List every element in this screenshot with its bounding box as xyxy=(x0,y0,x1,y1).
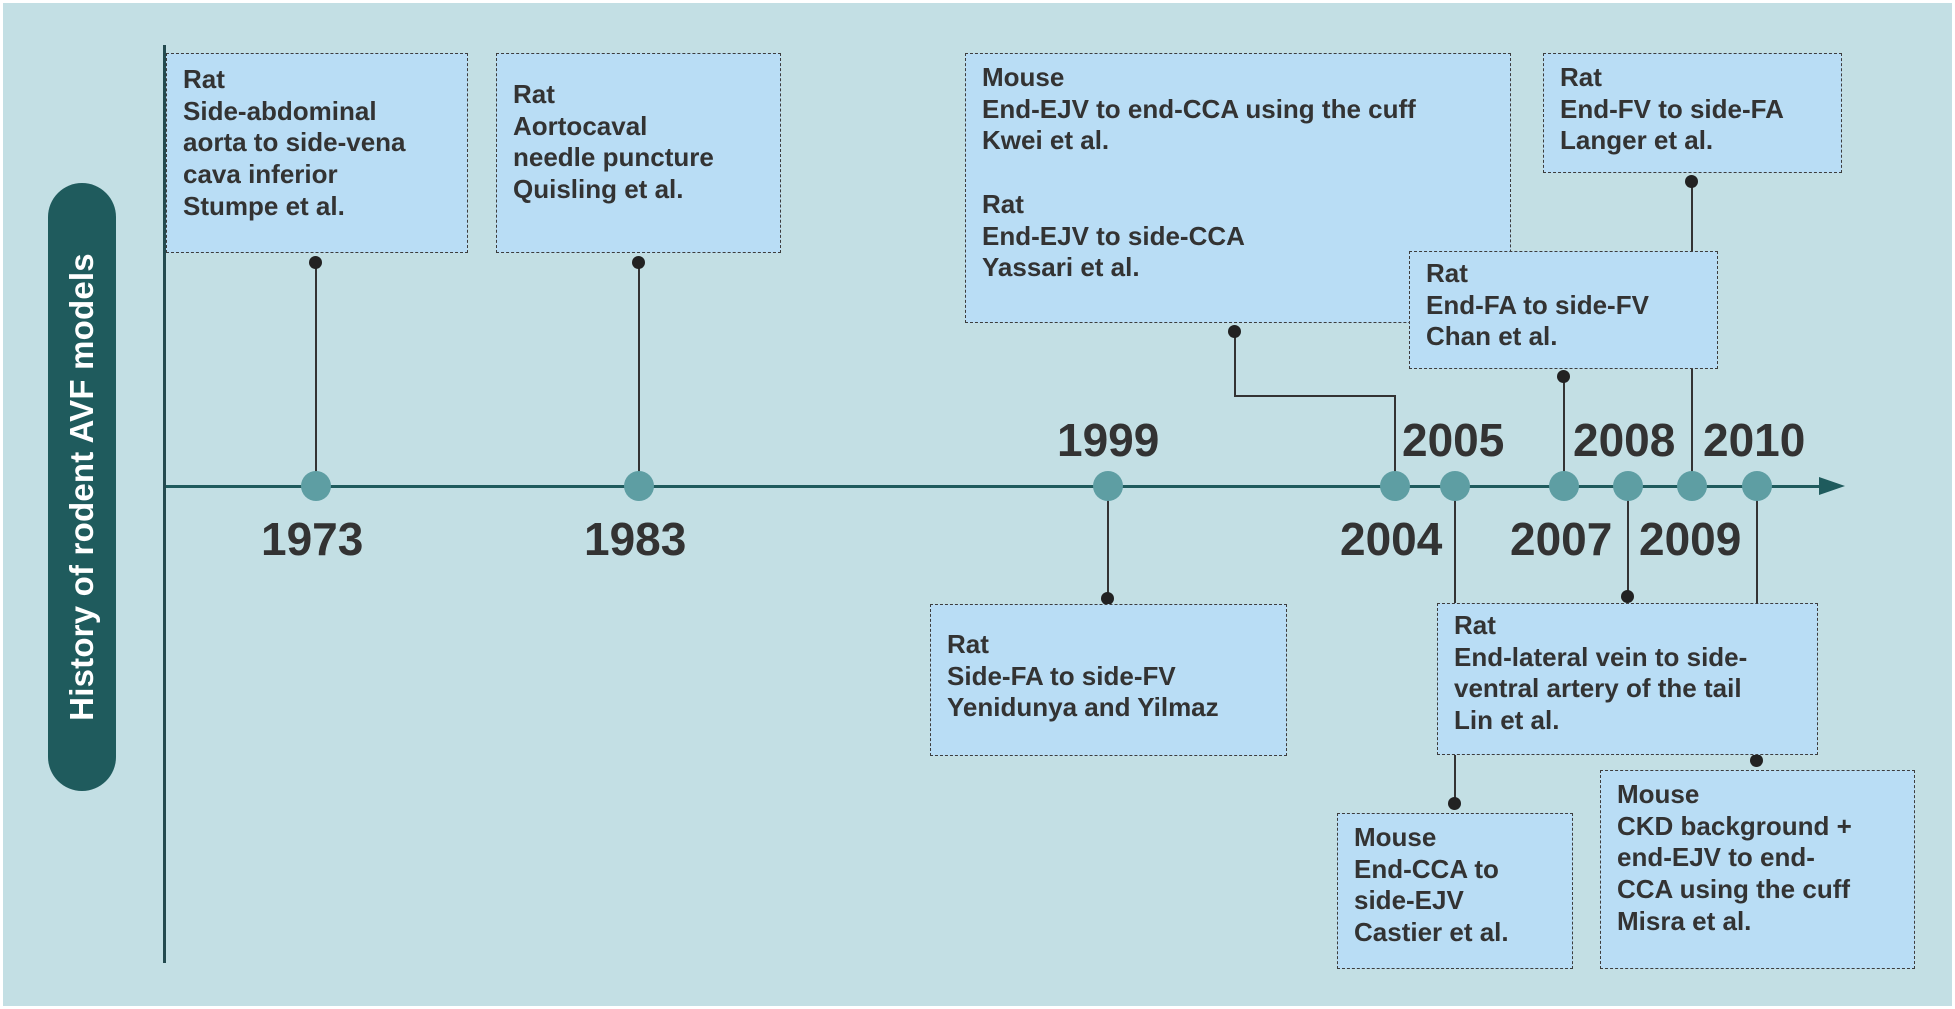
card-2010-misra: Mouse CKD background + end-EJV to end- C… xyxy=(1600,770,1915,969)
node-2008 xyxy=(1613,471,1643,501)
vertical-divider xyxy=(163,45,166,963)
connector-2008 xyxy=(1627,488,1629,596)
connector-1973 xyxy=(315,263,317,488)
card-1999-yenidunya: Rat Side-FA to side-FV Yenidunya and Yil… xyxy=(930,604,1287,756)
connector-2007 xyxy=(1563,376,1565,488)
dot-1983 xyxy=(632,256,645,269)
dot-2010 xyxy=(1750,754,1763,767)
card-2007-chan: Rat End-FA to side-FV Chan et al. xyxy=(1409,251,1718,369)
connector-1983 xyxy=(638,263,640,488)
node-1999 xyxy=(1093,471,1123,501)
node-2007 xyxy=(1549,471,1579,501)
year-2009: 2009 xyxy=(1639,513,1742,565)
card-2005-castier: Mouse End-CCA to side-EJV Castier et al. xyxy=(1337,813,1573,969)
node-2004 xyxy=(1380,471,1410,501)
dot-2005 xyxy=(1448,797,1461,810)
dot-1999 xyxy=(1101,592,1114,605)
dot-1973 xyxy=(309,256,322,269)
connector-2004-b xyxy=(1234,395,1396,397)
connector-1999 xyxy=(1107,488,1109,598)
card-2009-langer: Rat End-FV to side-FA Langer et al. xyxy=(1543,53,1842,173)
timeline-arrow-head xyxy=(1819,477,1845,495)
card-1973-stumpe: Rat Side-abdominal aorta to side-vena ca… xyxy=(166,53,468,253)
card-1983-quisling: Rat Aortocaval needle puncture Quisling … xyxy=(496,53,781,253)
dot-2009 xyxy=(1685,175,1698,188)
card-2008-lin: Rat End-lateral vein to side- ventral ar… xyxy=(1437,603,1818,755)
node-2010 xyxy=(1742,471,1772,501)
year-2008: 2008 xyxy=(1573,414,1676,466)
side-title-pill: History of rodent AVF models xyxy=(48,183,116,791)
timeline-diagram: History of rodent AVF models 1973 1983 1… xyxy=(3,3,1952,1006)
year-1973: 1973 xyxy=(261,513,364,565)
year-1983: 1983 xyxy=(584,513,687,565)
year-2010: 2010 xyxy=(1703,414,1806,466)
connector-2004-a xyxy=(1234,331,1236,396)
dot-2008 xyxy=(1621,590,1634,603)
node-2005 xyxy=(1440,471,1470,501)
year-2005: 2005 xyxy=(1402,414,1505,466)
card-2004-kwei-yassari: Mouse End-EJV to end-CCA using the cuff … xyxy=(965,53,1511,323)
side-title-text: History of rodent AVF models xyxy=(63,253,101,721)
dot-2007 xyxy=(1557,370,1570,383)
connector-2004-c xyxy=(1394,395,1396,488)
year-1999: 1999 xyxy=(1057,414,1160,466)
year-2004: 2004 xyxy=(1340,513,1443,565)
node-1973 xyxy=(301,471,331,501)
node-2009 xyxy=(1677,471,1707,501)
dot-2004 xyxy=(1228,325,1241,338)
timeline-axis xyxy=(166,485,1821,488)
node-1983 xyxy=(624,471,654,501)
year-2007: 2007 xyxy=(1510,513,1613,565)
